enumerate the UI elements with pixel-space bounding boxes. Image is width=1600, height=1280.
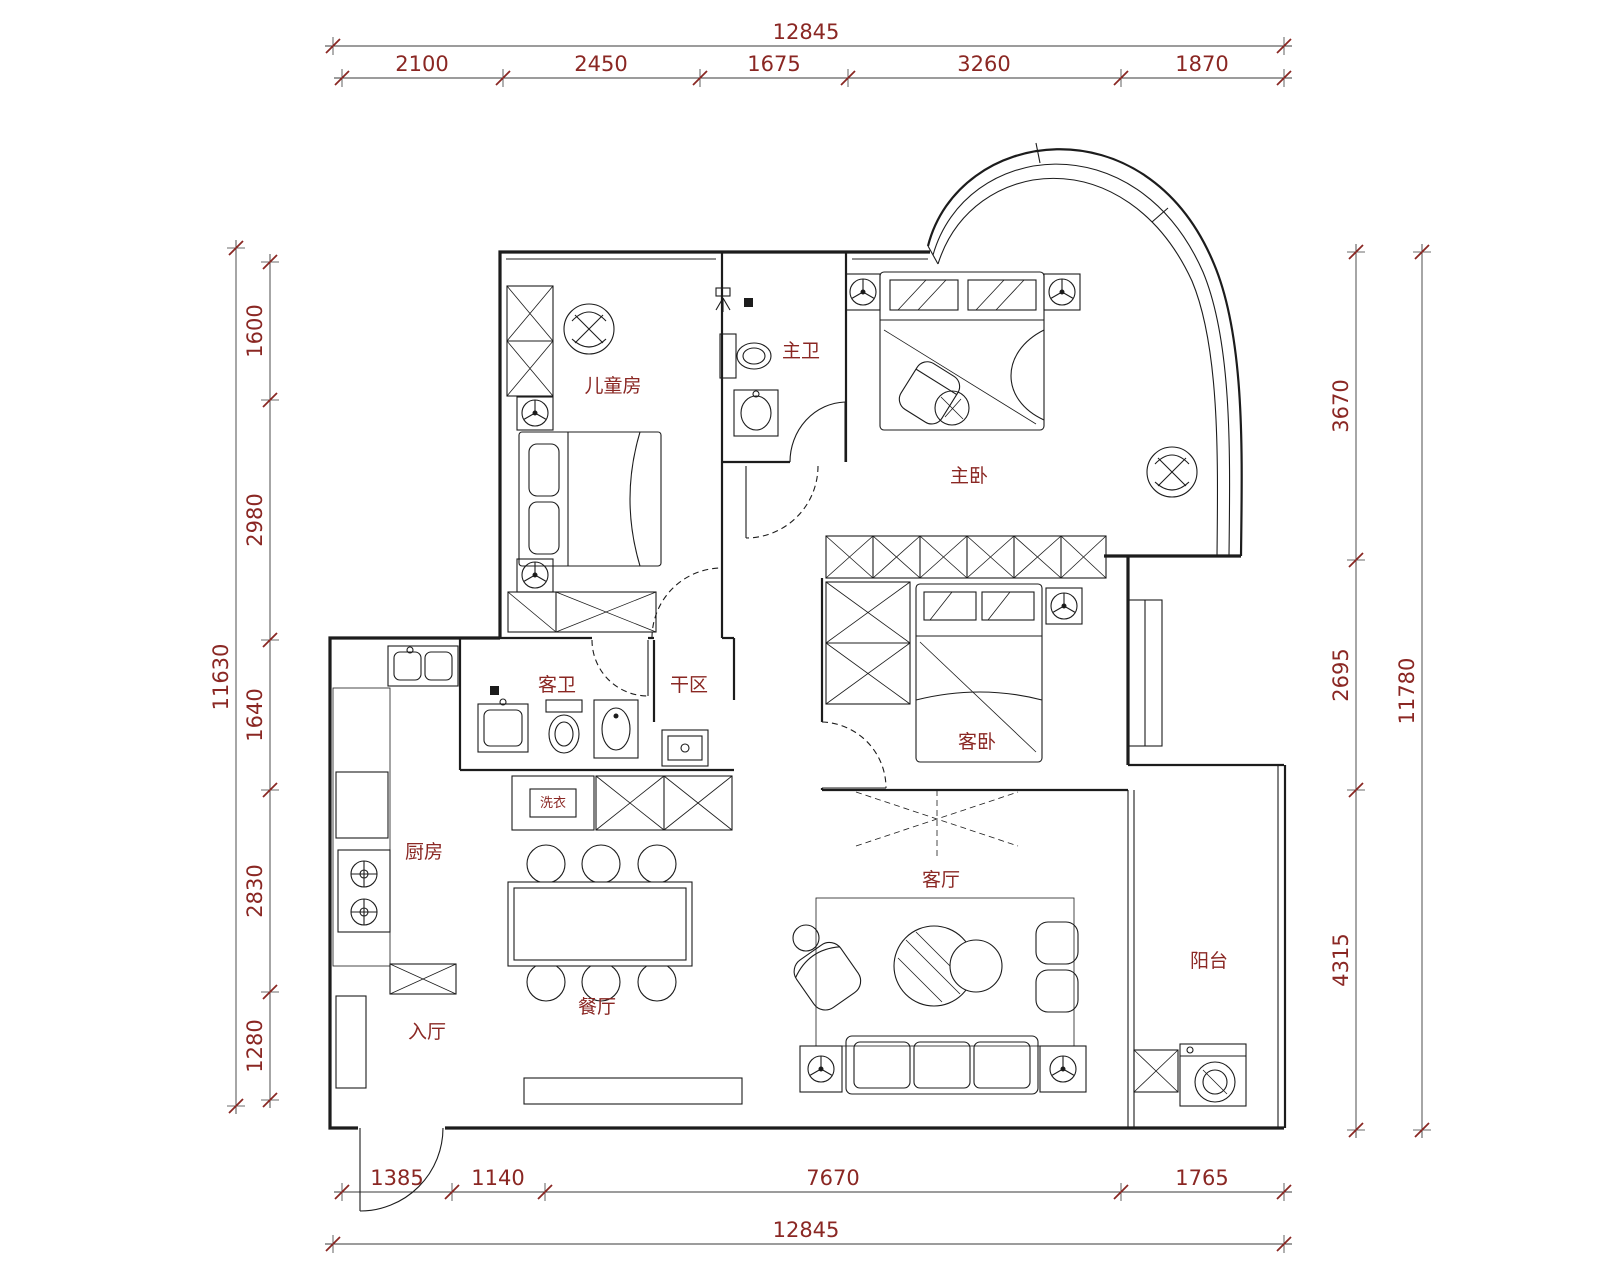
walls — [328, 142, 1287, 1130]
room-labels: 儿童房 主卫 主卧 客卫 干区 客卧 厨房 餐厅 客厅 阳台 入厅 洗衣 — [405, 340, 1228, 1043]
pouf — [1035, 921, 1079, 965]
dim-bottom-seg-2: 1140 — [471, 1166, 524, 1190]
dining-set — [507, 844, 693, 1002]
label-living-room: 客厅 — [922, 869, 960, 891]
dim-top-total: 12845 — [773, 20, 840, 44]
entry-door — [359, 1127, 444, 1212]
dim-left-seg-4: 2830 — [243, 864, 267, 917]
kitchen-counter — [332, 687, 391, 967]
children-bed — [518, 431, 662, 567]
floor-lamp — [792, 924, 820, 952]
tv-wall-marks — [855, 790, 1019, 856]
children-wardrobe — [506, 285, 554, 397]
armchair — [793, 941, 862, 1011]
hall-cabinet — [595, 775, 733, 831]
ceiling-fan-icon — [516, 558, 554, 593]
label-children-room: 儿童房 — [584, 375, 641, 397]
children-room-door — [651, 567, 723, 639]
dim-left-seg-2: 2980 — [243, 493, 267, 546]
dimension-chains: 12845 2100 2450 1675 3260 1870 11630 160… — [209, 20, 1431, 1253]
label-dry-area: 干区 — [670, 674, 708, 696]
guest-wardrobe — [825, 581, 911, 705]
dim-right-seg-1: 3670 — [1329, 379, 1353, 432]
master-bed — [879, 271, 1045, 431]
label-master-bedroom: 主卧 — [950, 465, 988, 487]
label-guest-bath: 客卫 — [538, 674, 576, 696]
rug — [815, 897, 1075, 1047]
shower-head-icon — [715, 287, 753, 312]
plant-icon — [563, 303, 615, 355]
shoe-cabinet — [335, 995, 367, 1089]
shower-tub — [593, 699, 639, 759]
dim-left-total: 11630 — [209, 644, 233, 711]
label-guest-bedroom: 客卧 — [958, 731, 996, 753]
plant-icon — [1146, 446, 1198, 498]
dim-right-total: 11780 — [1395, 658, 1419, 725]
dim-top-seg-2: 2450 — [574, 52, 627, 76]
vanity-sink — [477, 686, 529, 753]
label-laundry: 洗衣 — [540, 795, 566, 811]
balcony-sink — [1133, 1049, 1179, 1093]
laundry-cabinet — [511, 775, 595, 831]
dim-left-seg-1: 1600 — [243, 304, 267, 357]
sideboard — [523, 1077, 743, 1105]
dim-top-seg-5: 1870 — [1175, 52, 1228, 76]
mop-sink — [661, 729, 709, 767]
kitchen-base-cabinet — [389, 963, 457, 995]
master-bath-door — [789, 401, 846, 463]
label-balcony: 阳台 — [1190, 950, 1228, 972]
sofa — [845, 1035, 1039, 1095]
label-master-bath: 主卫 — [782, 340, 820, 362]
lounge-chair — [898, 361, 961, 425]
dim-bottom-seg-3: 7670 — [806, 1166, 859, 1190]
coffee-table — [893, 925, 1003, 1007]
pouf — [1035, 969, 1079, 1013]
nightstand — [1045, 587, 1083, 625]
doors — [359, 401, 887, 1212]
kitchen-sink — [387, 645, 459, 687]
dim-top-seg-3: 1675 — [747, 52, 800, 76]
bathroom-sink — [733, 389, 779, 437]
stove — [337, 849, 391, 933]
master-bedroom-door — [745, 465, 819, 539]
dim-top-seg-1: 2100 — [395, 52, 448, 76]
nightstand — [845, 273, 881, 311]
ceiling-fan-icon — [516, 396, 554, 431]
dim-right-seg-2: 2695 — [1329, 648, 1353, 701]
guest-bed — [915, 583, 1043, 763]
furniture — [332, 271, 1247, 1107]
dim-top-seg-4: 3260 — [957, 52, 1010, 76]
toilet — [719, 333, 772, 379]
children-cabinet — [507, 591, 657, 633]
ottoman — [934, 390, 970, 426]
dim-bottom-total: 12845 — [773, 1218, 840, 1242]
dim-left-seg-5: 1280 — [243, 1019, 267, 1072]
wardrobe-run — [825, 535, 1107, 579]
toilet — [545, 699, 583, 754]
dim-bottom-seg-1: 1385 — [370, 1166, 423, 1190]
side-table — [799, 1045, 843, 1093]
guest-bath-door — [591, 639, 649, 697]
label-entry: 入厅 — [408, 1021, 446, 1043]
side-table — [1039, 1045, 1087, 1093]
dim-bottom-seg-4: 1765 — [1175, 1166, 1228, 1190]
guest-bedroom-door — [821, 721, 887, 789]
curved-window — [926, 142, 1243, 557]
washing-machine — [1179, 1043, 1247, 1107]
nightstand — [1043, 273, 1081, 311]
label-dining-room: 餐厅 — [578, 996, 616, 1018]
dim-left-seg-3: 1640 — [243, 688, 267, 741]
label-kitchen: 厨房 — [405, 841, 443, 863]
dim-right-seg-3: 4315 — [1329, 933, 1353, 986]
